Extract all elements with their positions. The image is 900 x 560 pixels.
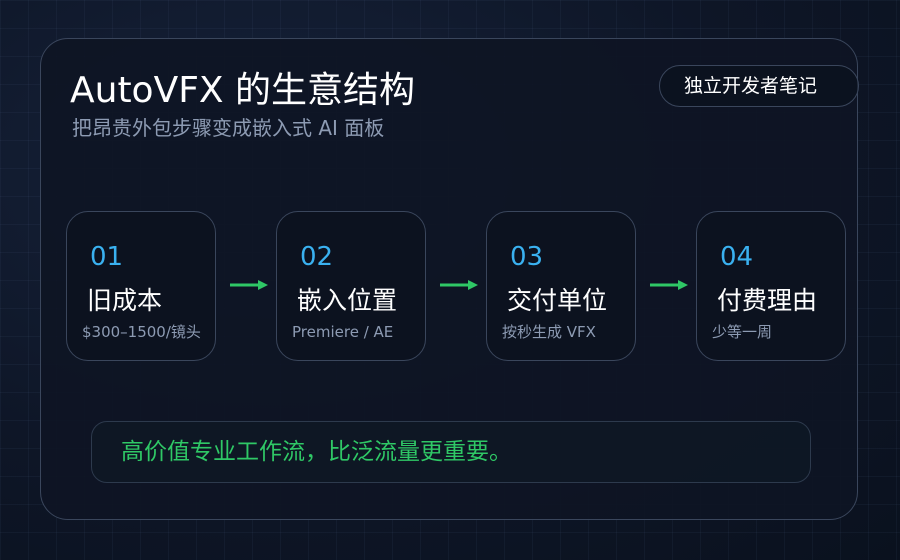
step-desc: $300–1500/镜头 <box>82 323 201 341</box>
step-number: 03 <box>510 242 544 272</box>
structure-panel: AutoVFX 的生意结构 把昂贵外包步骤变成嵌入式 AI 面板 独立开发者笔记… <box>40 38 859 520</box>
step-card-4: 04 付费理由 少等一周 <box>696 211 846 361</box>
key-takeaway-callout: 高价值专业工作流，比泛流量更重要。 <box>91 421 811 483</box>
step-desc: Premiere / AE <box>292 323 394 341</box>
step-name: 嵌入位置 <box>297 286 398 315</box>
step-desc: 少等一周 <box>712 323 773 341</box>
step-card-2: 02 嵌入位置 Premiere / AE <box>276 211 426 361</box>
arrow-right-icon <box>230 280 268 290</box>
step-number: 04 <box>720 242 754 272</box>
step-desc: 按秒生成 VFX <box>502 323 596 341</box>
step-name: 交付单位 <box>507 286 608 315</box>
page-title: AutoVFX 的生意结构 <box>70 70 416 111</box>
arrow-right-icon <box>650 280 688 290</box>
step-name: 付费理由 <box>717 286 818 315</box>
step-card-1: 01 旧成本 $300–1500/镜头 <box>66 211 216 361</box>
step-name: 旧成本 <box>87 286 163 315</box>
step-card-3: 03 交付单位 按秒生成 VFX <box>486 211 636 361</box>
arrow-right-icon <box>440 280 478 290</box>
notes-badge: 独立开发者笔记 <box>659 65 859 107</box>
callout-text: 高价值专业工作流，比泛流量更重要。 <box>121 439 512 465</box>
page-subtitle: 把昂贵外包步骤变成嵌入式 AI 面板 <box>72 116 385 140</box>
step-number: 01 <box>90 242 124 272</box>
step-number: 02 <box>300 242 334 272</box>
